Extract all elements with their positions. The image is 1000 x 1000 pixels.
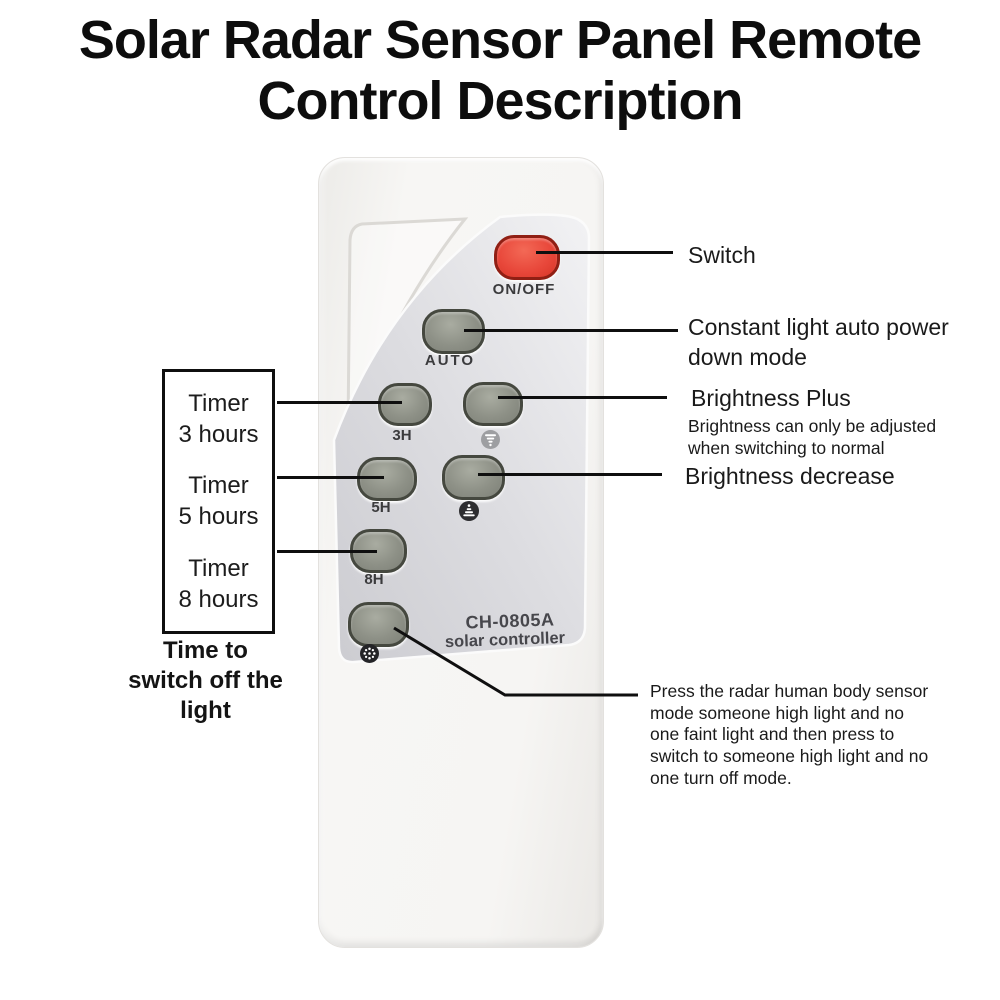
title-line-1: Solar Radar Sensor Panel Remote (78, 10, 922, 70)
radar-mode-button (348, 602, 409, 647)
on-off-button (494, 235, 560, 280)
on-off-label: ON/OFF (492, 281, 556, 298)
leader-line-timer-8h (277, 550, 377, 553)
leader-line-timer-3h (277, 401, 402, 404)
radar-sensor-icon (360, 644, 379, 663)
timer-5h-button (357, 457, 417, 501)
callout-switch: Switch (688, 242, 756, 268)
callout-brightness-note: Brightness can only be adjusted when swi… (688, 416, 937, 458)
brightness-plus-button (463, 382, 523, 426)
leader-line-brightness-plus (498, 396, 667, 399)
brightness-minus-button (442, 455, 505, 500)
callout-radar-note: Press the radar human body sensor mode s… (650, 681, 929, 788)
callout-brightness-decrease: Brightness decrease (685, 463, 895, 489)
timer-5h-label: 5H (371, 499, 391, 516)
callout-brightness-plus: Brightness Plus (691, 385, 851, 411)
leader-line-switch (536, 251, 673, 254)
timer-8h-label: 8H (364, 571, 384, 588)
auto-label: AUTO (424, 352, 476, 369)
timer-3h-button (378, 383, 432, 426)
brightness-increase-icon (481, 430, 500, 449)
callout-constant-light: Constant light auto power down mode (688, 314, 949, 370)
leader-line-brightness-minus (478, 473, 662, 476)
leader-line-timer-5h (277, 476, 384, 479)
brightness-decrease-icon (459, 501, 479, 521)
leader-line-auto (464, 329, 678, 332)
timer-3h-label: 3H (392, 427, 412, 444)
title-line-2: Control Description (257, 71, 743, 131)
